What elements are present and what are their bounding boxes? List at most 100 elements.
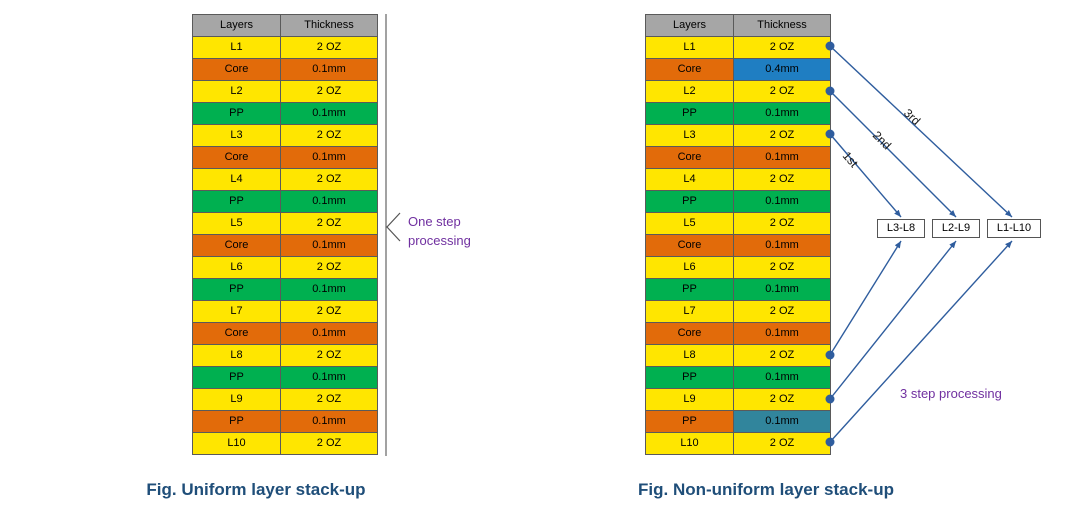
layer-cell: PP (646, 191, 734, 213)
layer-cell: PP (193, 279, 281, 301)
thickness-cell: 0.4mm (734, 59, 831, 81)
layer-cell: L8 (193, 345, 281, 367)
layer-cell: PP (193, 411, 281, 433)
arrow-l2-to-l2-l9 (829, 90, 957, 218)
layer-cell: L9 (646, 389, 734, 411)
layer-cell: Core (646, 323, 734, 345)
layer-cell: L4 (193, 169, 281, 191)
thickness-cell: 0.1mm (281, 367, 378, 389)
thickness-cell: 0.1mm (281, 191, 378, 213)
thickness-cell: 2 OZ (281, 169, 378, 191)
thickness-cell: 0.1mm (281, 279, 378, 301)
right-figure-caption: Fig. Non-uniform layer stack-up (638, 480, 894, 499)
thickness-cell: 0.1mm (281, 323, 378, 345)
thickness-cell: 2 OZ (281, 125, 378, 147)
thickness-cell: 0.1mm (734, 279, 831, 301)
layer-cell: Core (193, 235, 281, 257)
thickness-cell: 2 OZ (734, 389, 831, 411)
thickness-cell: 2 OZ (281, 389, 378, 411)
one-step-chevron (386, 212, 401, 242)
layer-cell: PP (193, 367, 281, 389)
thickness-column-header: Thickness (734, 15, 831, 37)
layer-cell: Core (646, 235, 734, 257)
arrow-l9-to-l2-l9 (829, 240, 957, 400)
thickness-cell: 2 OZ (281, 37, 378, 59)
thickness-cell: 0.1mm (734, 103, 831, 125)
thickness-cell: 0.1mm (734, 191, 831, 213)
layer-cell: L5 (193, 213, 281, 235)
layer-cell: PP (193, 191, 281, 213)
thickness-cell: 0.1mm (281, 103, 378, 125)
layer-cell: L10 (646, 433, 734, 455)
group-box-l3-l8: L3-L8 (877, 219, 925, 238)
layer-cell: L2 (646, 81, 734, 103)
thickness-cell: 0.1mm (734, 411, 831, 433)
thickness-cell: 2 OZ (734, 213, 831, 235)
thickness-cell: 0.1mm (734, 323, 831, 345)
layer-cell: L9 (193, 389, 281, 411)
step-label-1st: 1st (840, 149, 862, 171)
thickness-cell: 2 OZ (734, 125, 831, 147)
layer-cell: PP (646, 103, 734, 125)
arrow-l10-to-l1-l10 (829, 240, 1013, 443)
layer-cell: L10 (193, 433, 281, 455)
arrow-l3-to-l3-l8 (829, 133, 902, 218)
group-box-l2-l9: L2-L9 (932, 219, 980, 238)
layer-cell: Core (193, 147, 281, 169)
layers-column-header: Layers (193, 15, 281, 37)
layer-cell: Core (193, 59, 281, 81)
thickness-cell: 2 OZ (281, 81, 378, 103)
step-label-2nd: 2nd (870, 128, 894, 152)
thickness-cell: 0.1mm (734, 235, 831, 257)
one-step-annotation: One step processing (408, 212, 471, 250)
thickness-cell: 2 OZ (734, 169, 831, 191)
thickness-cell: 0.1mm (734, 147, 831, 169)
layer-cell: L3 (193, 125, 281, 147)
step-label-3rd: 3rd (901, 106, 923, 128)
layer-cell: L2 (193, 81, 281, 103)
layer-cell: L7 (646, 301, 734, 323)
layer-cell: PP (646, 411, 734, 433)
thickness-column-header: Thickness (281, 15, 378, 37)
thickness-cell: 0.1mm (734, 367, 831, 389)
three-step-annotation: 3 step processing (900, 386, 1002, 401)
thickness-cell: 0.1mm (281, 235, 378, 257)
thickness-cell: 2 OZ (734, 345, 831, 367)
thickness-cell: 0.1mm (281, 147, 378, 169)
layer-cell: L1 (646, 37, 734, 59)
thickness-cell: 0.1mm (281, 411, 378, 433)
one-step-annotation-line2: processing (408, 233, 471, 248)
thickness-cell: 2 OZ (281, 301, 378, 323)
thickness-cell: 2 OZ (734, 81, 831, 103)
thickness-cell: 2 OZ (734, 301, 831, 323)
thickness-cell: 2 OZ (734, 37, 831, 59)
thickness-cell: 2 OZ (281, 433, 378, 455)
thickness-cell: 2 OZ (281, 257, 378, 279)
layer-cell: L6 (193, 257, 281, 279)
one-step-annotation-line1: One step (408, 214, 461, 229)
layer-cell: PP (646, 279, 734, 301)
layers-column-header: Layers (646, 15, 734, 37)
layer-cell: Core (646, 59, 734, 81)
layer-cell: Core (646, 147, 734, 169)
left-figure-caption: Fig. Uniform layer stack-up (146, 480, 366, 499)
layer-cell: L7 (193, 301, 281, 323)
layer-cell: L6 (646, 257, 734, 279)
layer-cell: L1 (193, 37, 281, 59)
thickness-cell: 2 OZ (734, 257, 831, 279)
layer-cell: L5 (646, 213, 734, 235)
layer-cell: L3 (646, 125, 734, 147)
layer-cell: PP (193, 103, 281, 125)
thickness-cell: 2 OZ (281, 345, 378, 367)
group-box-l1-l10: L1-L10 (987, 219, 1041, 238)
thickness-cell: 2 OZ (734, 433, 831, 455)
layer-cell: L8 (646, 345, 734, 367)
layer-cell: PP (646, 367, 734, 389)
thickness-cell: 0.1mm (281, 59, 378, 81)
thickness-cell: 2 OZ (281, 213, 378, 235)
arrow-l1-to-l1-l10 (829, 45, 1013, 218)
